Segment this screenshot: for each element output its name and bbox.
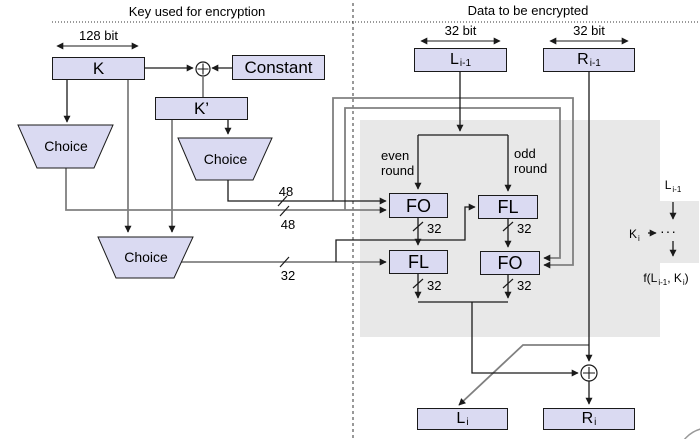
fo1-box: FO — [389, 193, 448, 218]
choice2-trapezoid — [177, 137, 273, 181]
r-output-sub: i — [594, 417, 597, 428]
r-output-main: R — [581, 410, 594, 427]
l-input-sub: i-1 — [459, 58, 472, 69]
l-input-main: L — [449, 51, 459, 68]
r-input-main: R — [577, 51, 589, 68]
xor2-node — [580, 364, 598, 382]
right-section-title: Data to be encrypted — [467, 3, 589, 18]
mini-input-sub: i-1 — [672, 185, 682, 194]
wire-48-wrap-outer-to-fo2 — [332, 97, 574, 269]
k-box: K — [52, 57, 145, 80]
width-label-32bit-right: 32 bit — [573, 23, 605, 38]
fl2-out-32: 32 — [427, 278, 442, 293]
fo1-out-32: 32 — [427, 221, 442, 236]
fo1-label: FO — [406, 195, 431, 216]
fo2-box: FO — [480, 251, 540, 275]
fl1-label: FL — [497, 197, 519, 217]
slash-48-lower — [279, 205, 290, 217]
wire-f-to-xor2 — [471, 302, 579, 377]
slash-48-upper — [277, 195, 288, 207]
bus-label-48-upper: 48 — [278, 184, 294, 199]
constant-label: Constant — [244, 58, 313, 77]
mini-output-s2: i — [682, 278, 685, 287]
xor1-node — [195, 61, 211, 77]
corner-decoration-arc — [683, 428, 700, 439]
fl2-label: FL — [407, 252, 429, 272]
kprime-label: K’ — [193, 99, 210, 118]
k-label: K — [92, 59, 105, 78]
mini-key-main: K — [629, 227, 638, 241]
choice3-trapezoid — [97, 236, 194, 279]
wire-48-wrap-inner-to-fo2 — [344, 107, 561, 262]
width-label-32bit-left: 32 bit — [444, 23, 477, 38]
choice2-label: Choice — [203, 151, 248, 167]
slash-fl1-out — [502, 221, 514, 232]
r-input-sub: i-1 — [589, 58, 601, 69]
wire-swap-r-to-li — [458, 344, 589, 406]
even-round-line2: round — [381, 163, 415, 178]
wire-32-branch-to-fl1 — [335, 203, 476, 262]
bus-label-48-lower: 48 — [280, 217, 296, 232]
mini-key-sub: i — [638, 234, 640, 243]
wire-choice2-48-to-fo1 — [227, 180, 387, 205]
mini-output-p1: f(L — [643, 271, 658, 285]
mini-output-p2: , K — [667, 271, 682, 285]
mini-output-label: f(Li-1, Ki) — [632, 271, 700, 287]
fl1-out-32: 32 — [517, 221, 532, 236]
slash-fo1-out — [412, 221, 424, 232]
l-output-main: L — [456, 410, 466, 427]
slash-32-key — [279, 256, 290, 268]
mini-input-main: L — [664, 178, 672, 192]
choice1-label: Choice — [44, 138, 88, 154]
mini-key-label: Ki — [629, 227, 640, 243]
mini-output-s1: i-1 — [658, 278, 668, 287]
mini-dots: ··· — [660, 223, 677, 239]
mini-output-p3: ) — [684, 271, 689, 285]
odd-round-line2: round — [514, 161, 548, 176]
even-round-label: even round — [381, 148, 414, 178]
wire-choice1-48-to-fo1 — [65, 168, 387, 214]
l-output-sub: i — [466, 417, 469, 428]
width-label-128bit: 128 bit — [78, 28, 119, 43]
kprime-box: K’ — [155, 97, 248, 120]
slash-fo2-out — [502, 278, 514, 289]
mini-input-label: Li-1 — [650, 178, 696, 194]
even-round-line1: even — [381, 148, 410, 163]
left-section-title: Key used for encryption — [128, 4, 266, 19]
fo2-out-32: 32 — [517, 278, 532, 293]
odd-round-label: odd round — [514, 146, 547, 176]
fo2-label: FO — [497, 253, 523, 273]
bus-label-32-key: 32 — [280, 268, 296, 283]
odd-round-line1: odd — [514, 146, 536, 161]
choice3-label: Choice — [124, 249, 168, 265]
slash-fl2-out — [412, 278, 424, 289]
choice1-trapezoid — [17, 124, 114, 169]
fl1-box: FL — [478, 195, 538, 219]
round-function-panel — [360, 120, 660, 337]
constant-box: Constant — [232, 55, 325, 80]
fl2-box: FL — [389, 250, 448, 274]
